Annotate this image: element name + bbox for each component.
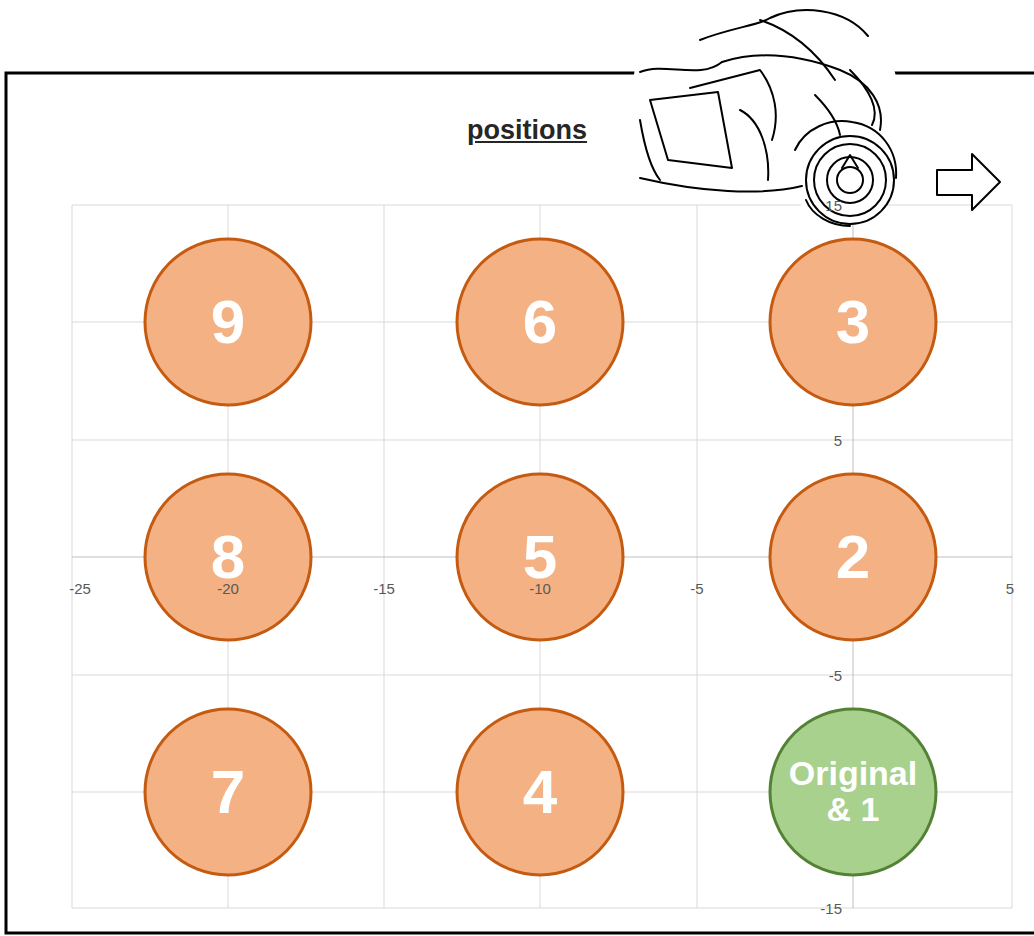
circle-shape [145,474,311,640]
position-circle: 2 [768,472,938,642]
grid-lines [72,205,1012,908]
position-number: 4 [523,759,557,824]
position-circle: 8 [143,472,313,642]
axis-tick-label: 15 [825,197,842,214]
direction-arrow [937,154,1000,210]
axis-lines [72,205,1012,908]
position-circle: 9 [143,237,313,407]
circle-shape [770,709,936,875]
position-number: Original & 1 [780,756,926,827]
circle-shape [145,239,311,405]
axis-tick-label: -25 [69,580,91,597]
axis-tick-label: 5 [1006,580,1014,597]
axis-tick-label: -20 [217,580,239,597]
circle-shape [457,474,623,640]
position-circle: 7 [143,707,313,877]
position-circle: 3 [768,237,938,407]
position-number: 3 [836,289,870,354]
axis-tick-label: -5 [829,667,842,684]
circle-shape [145,709,311,875]
motorbike-sketch [640,10,896,226]
bike-backdrop [631,9,900,225]
circle-shape [770,239,936,405]
circle-shape [770,474,936,640]
position-circle: 4 [455,707,625,877]
axis-tick-label: 5 [834,432,842,449]
position-number: 2 [836,524,870,589]
position-circle: Original & 1 [768,707,938,877]
position-number: 6 [523,289,557,354]
position-circle: 6 [455,237,625,407]
position-number: 9 [211,289,245,354]
circle-shape [457,709,623,875]
chart-title: positions [467,115,587,146]
axis-tick-label: -5 [690,580,703,597]
position-circle: 5 [455,472,625,642]
circle-shape [457,239,623,405]
axis-tick-label: -15 [820,900,842,917]
position-number: 7 [211,759,245,824]
axis-tick-label: -15 [373,580,395,597]
axis-tick-label: -10 [529,580,551,597]
